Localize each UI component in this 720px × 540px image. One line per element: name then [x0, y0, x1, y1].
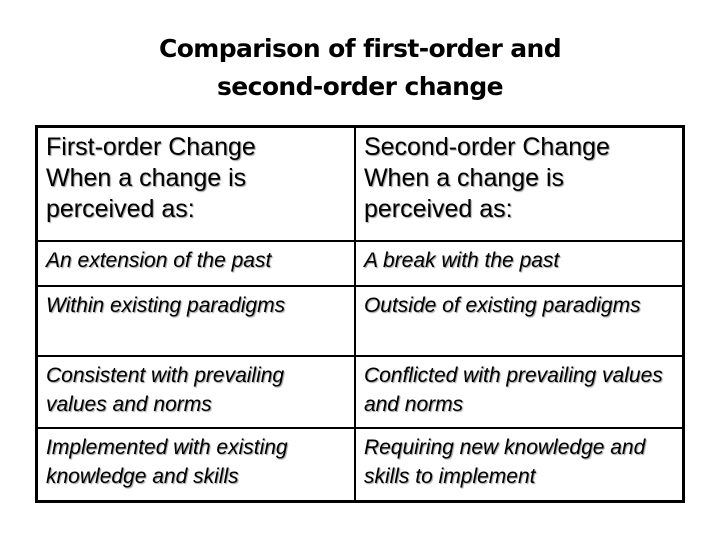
cell-second-order: Outside of existing paradigms [353, 285, 685, 357]
slide-title: Comparison of first-order and second-ord… [0, 30, 720, 106]
header-first-order-subtitle-1: When a change is [46, 164, 247, 192]
cell-second-order: A break with the past [353, 240, 685, 288]
header-second-order-title: Second-order Change [363, 133, 610, 161]
comparison-table: First-order Change When a change is perc… [35, 125, 685, 503]
cell-second-order: Conflicted with prevailing values and no… [353, 355, 685, 429]
cell-first-order: Consistent with prevailing values and no… [35, 355, 356, 429]
header-first-order: First-order Change When a change is perc… [35, 125, 356, 243]
table-header-row: First-order Change When a change is perc… [35, 125, 685, 243]
header-first-order-title: First-order Change [46, 133, 256, 161]
cell-first-order: Within existing paradigms [35, 285, 356, 357]
header-second-order-subtitle-2: perceived as: [363, 195, 513, 223]
table-row: Implemented with existing knowledge and … [35, 426, 685, 503]
header-first-order-subtitle-2: perceived as: [46, 195, 195, 223]
header-second-order: Second-order Change When a change is per… [353, 125, 685, 243]
slide-title-line-1: Comparison of first-order and [158, 34, 562, 63]
cell-first-order: An extension of the past [35, 240, 356, 288]
table-row: Consistent with prevailing values and no… [35, 355, 685, 429]
cell-first-order: Implemented with existing knowledge and … [35, 426, 356, 503]
table-row: An extension of the past A break with th… [35, 240, 685, 288]
slide-title-line-2: second-order change [216, 72, 504, 101]
table-row: Within existing paradigms Outside of exi… [35, 285, 685, 357]
cell-second-order: Requiring new knowledge and skills to im… [353, 426, 685, 503]
header-second-order-subtitle-1: When a change is [363, 164, 565, 192]
